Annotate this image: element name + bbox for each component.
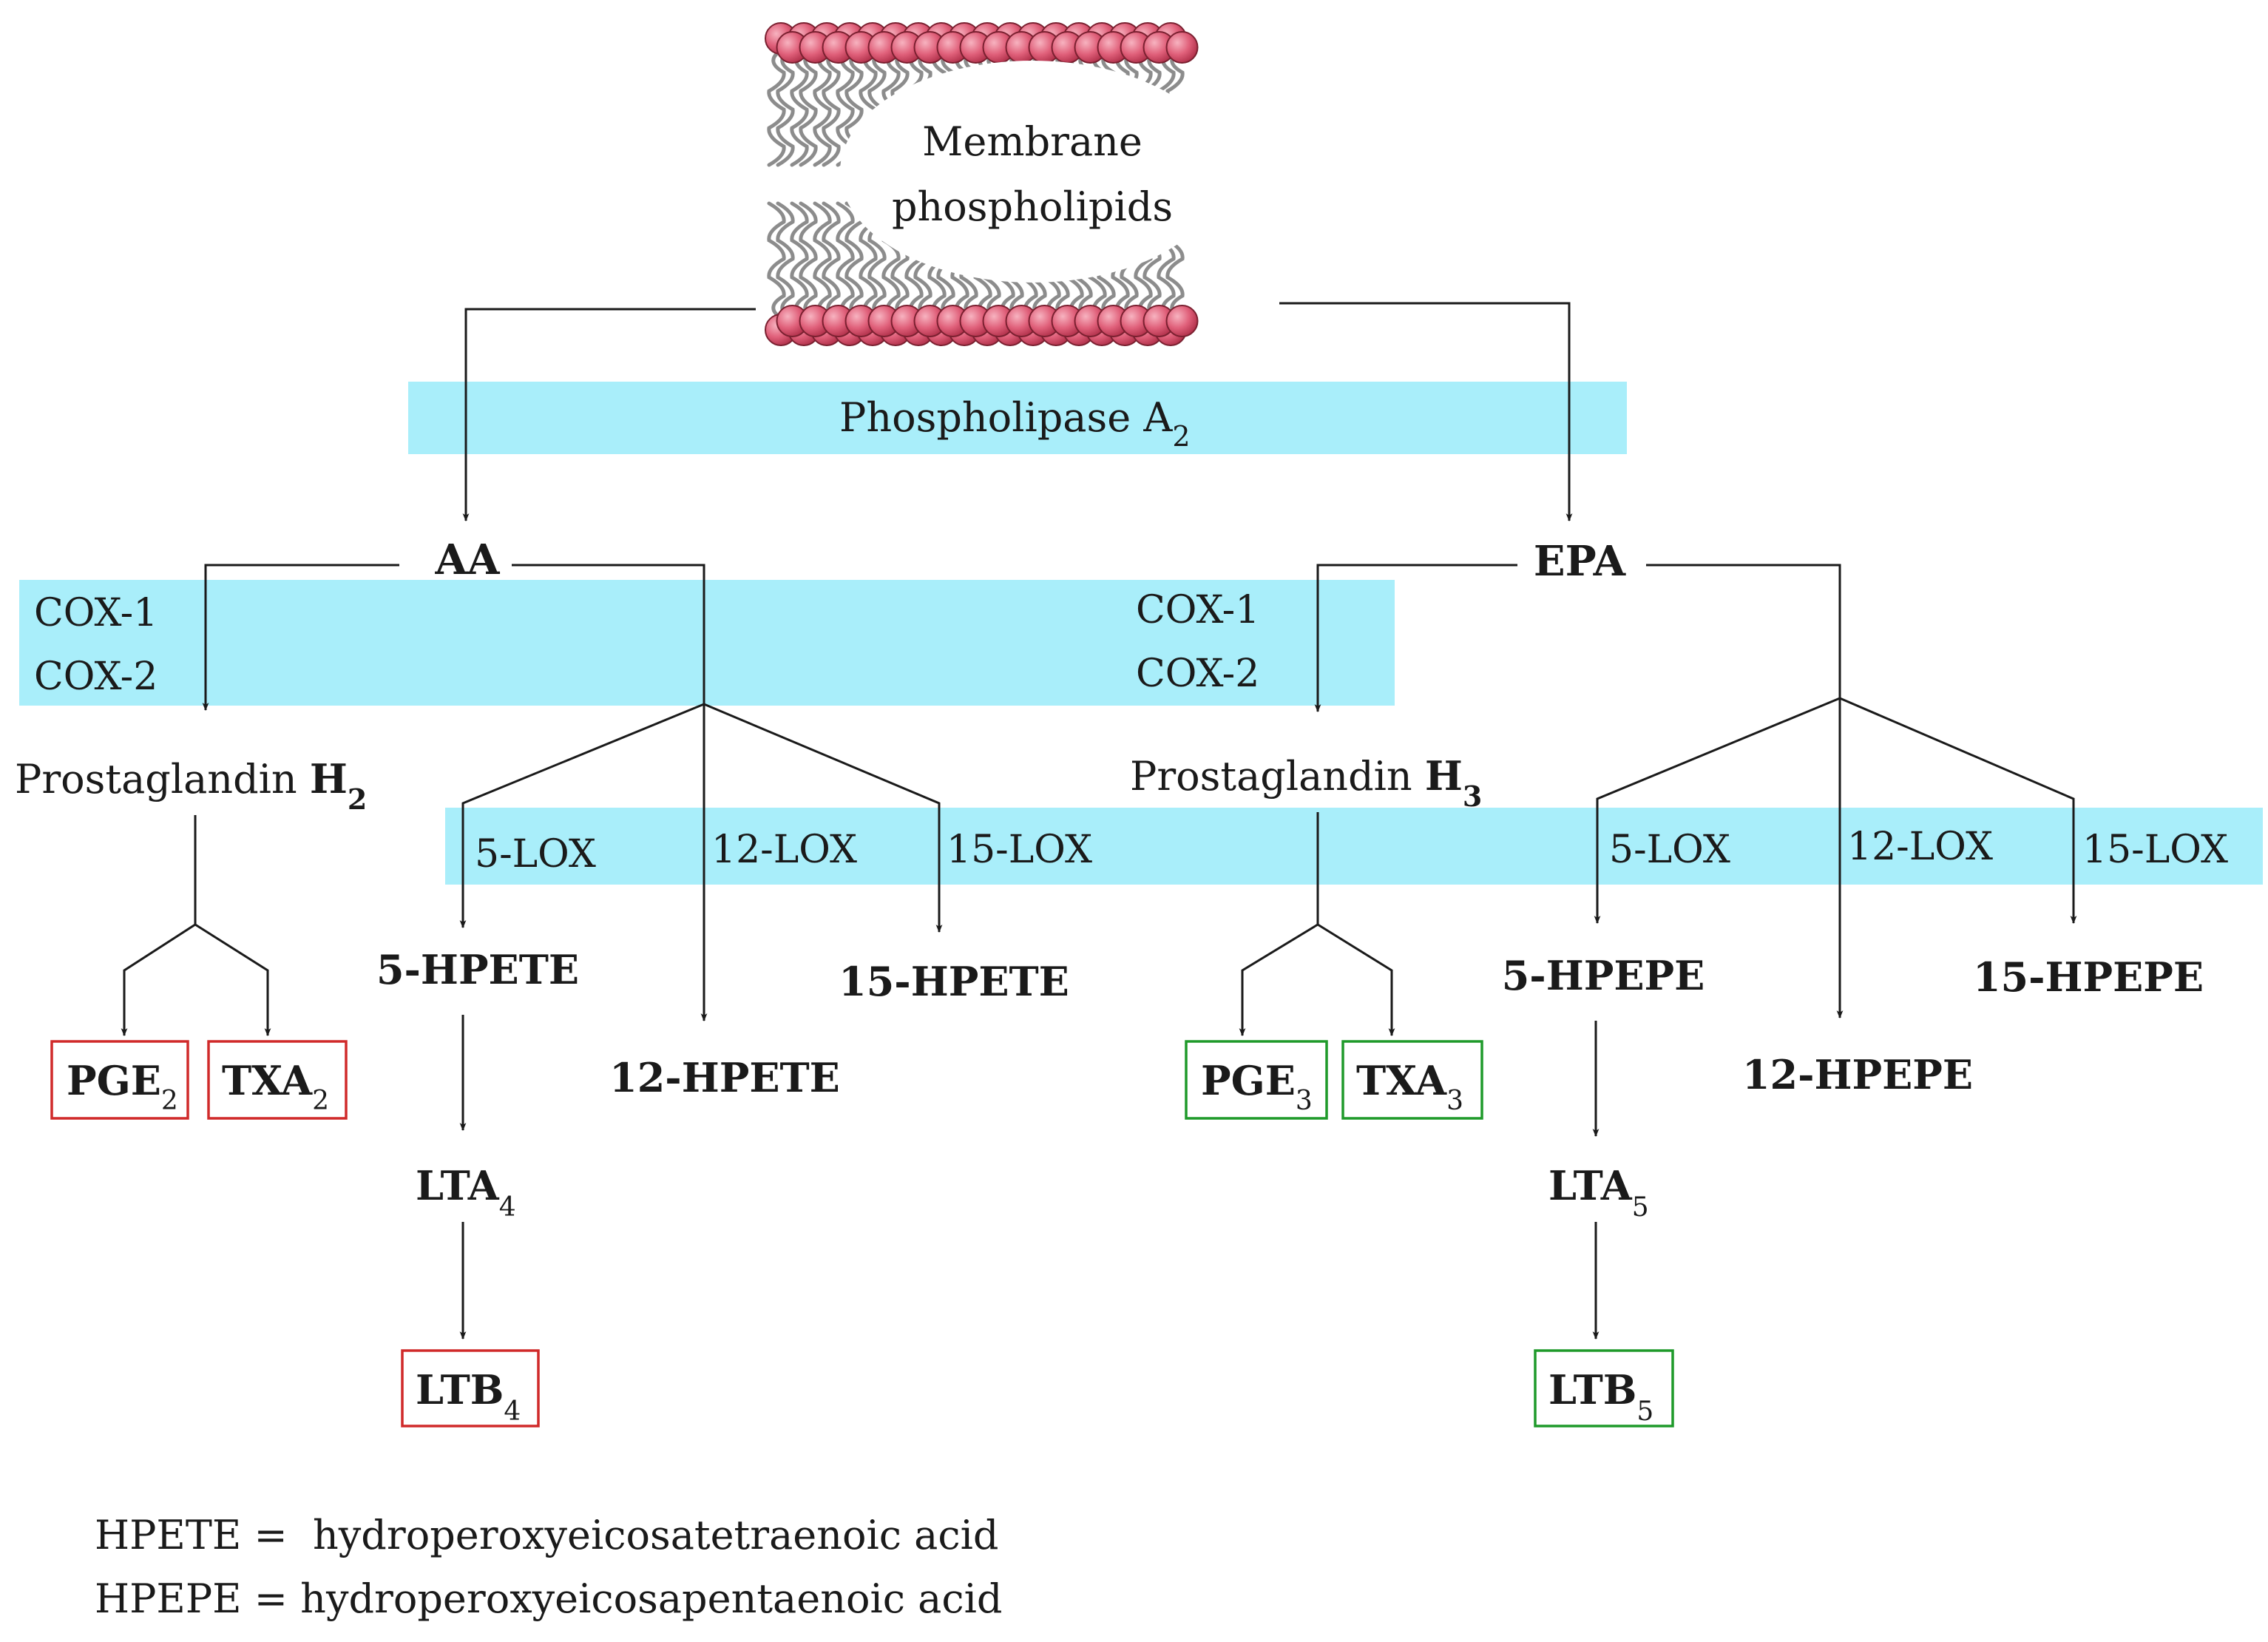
arrow-pgh3-to-pge3 <box>1239 923 1319 1037</box>
lox-band <box>445 808 2263 885</box>
arrow-aa-15lox <box>703 703 943 933</box>
aa-15-hpete: 15-HPETE <box>839 958 1069 1005</box>
epa-prostaglandin-h3: Prostaglandin H3 <box>1130 752 1482 813</box>
lipid-tail <box>799 201 818 317</box>
lipid-tail <box>813 52 832 167</box>
lipid-tail <box>822 52 841 167</box>
ltb5-label: LTB5 <box>1548 1366 1653 1427</box>
legend-hpete: HPETE = hydroperoxyeicosatetraenoic acid <box>95 1512 998 1558</box>
epa-12-hpepe: 12-HPEPE <box>1742 1051 1973 1098</box>
phospholipase-band <box>408 382 1627 454</box>
lipid-tail <box>790 201 809 317</box>
lipid-tail <box>767 201 786 317</box>
arrow-aa-5lox <box>459 703 705 929</box>
aa-12lox-label: 12-LOX <box>711 828 857 872</box>
arrow-pgh2-to-txa2 <box>194 923 271 1037</box>
lta4-label: LTA4 <box>416 1162 516 1223</box>
pge2-label: PGE2 <box>67 1057 178 1116</box>
line-aa-to-lox <box>512 564 705 704</box>
arrow-membrane-to-epa <box>1279 302 1573 522</box>
lipid-tail <box>776 52 795 167</box>
pge2-box <box>50 1040 189 1120</box>
line-epa-to-lox <box>1646 564 1841 698</box>
arrow-membrane-to-aa <box>462 308 756 522</box>
lipid-tail <box>790 52 809 167</box>
ltb5-box <box>1534 1349 1674 1428</box>
pge3-label: PGE3 <box>1201 1057 1313 1116</box>
pge3-box <box>1185 1040 1328 1120</box>
txa2-label: TXA2 <box>222 1057 329 1116</box>
lipid-tail <box>822 201 841 317</box>
lipid-tail <box>799 52 818 167</box>
lipid-tail <box>836 201 855 317</box>
phospholipase-label: Phospholipase A2 <box>839 394 1191 453</box>
txa2-box <box>207 1040 348 1120</box>
lipid-tail <box>776 201 795 317</box>
ltb4-label: LTB4 <box>416 1366 521 1427</box>
arrow-epa-to-pgh3 <box>1314 564 1517 713</box>
txa3-label: TXA3 <box>1356 1057 1463 1116</box>
arrow-epa-15lox <box>1839 697 2077 925</box>
txa3-box <box>1341 1040 1483 1120</box>
epa-15lox-label: 15-LOX <box>2082 828 2228 872</box>
arrow-pgh2-to-pge2 <box>121 923 196 1037</box>
aa-15lox-label: 15-LOX <box>947 828 1092 872</box>
lipid-tail <box>813 201 832 317</box>
legend-hpepe: HPEPE = hydroperoxyeicosapentaenoic acid <box>95 1575 1002 1622</box>
aa-5-hpete: 5-HPETE <box>376 946 579 993</box>
membrane-label-ellipse <box>840 61 1225 283</box>
arrow-epa-5lox <box>1594 697 1841 925</box>
epa-15-hpepe: 15-HPEPE <box>1973 953 2204 1001</box>
lipid-head <box>1165 31 1199 64</box>
epa-cox2-label: COX-2 <box>1136 652 1259 696</box>
aa-label: AA <box>435 535 501 584</box>
aa-5lox-label: 5-LOX <box>475 832 596 876</box>
aa-cox2-label: COX-2 <box>34 655 158 699</box>
membrane-label-line2: phospholipids <box>892 183 1173 230</box>
epa-12lox-label: 12-LOX <box>1847 825 1993 869</box>
ltb4-box <box>401 1349 540 1428</box>
arrow-pgh3-to-txa3 <box>1317 923 1395 1037</box>
epa-cox1-label: COX-1 <box>1136 588 1259 632</box>
lta5-label: LTA5 <box>1548 1162 1649 1223</box>
lipid-head <box>1165 305 1199 337</box>
cox-band <box>19 580 1395 706</box>
membrane-label-line1: Membrane <box>922 118 1143 165</box>
epa-5-hpepe: 5-HPEPE <box>1502 952 1705 999</box>
aa-prostaglandin-h2: Prostaglandin H2 <box>15 755 367 816</box>
aa-cox1-label: COX-1 <box>34 591 158 635</box>
arrow-aa-to-pgh2 <box>202 564 399 712</box>
epa-5lox-label: 5-LOX <box>1609 828 1730 872</box>
lipid-tail <box>767 52 786 167</box>
aa-12-hpete: 12-HPETE <box>609 1054 840 1101</box>
epa-label: EPA <box>1534 537 1627 586</box>
membrane-bilayer <box>765 22 1225 346</box>
